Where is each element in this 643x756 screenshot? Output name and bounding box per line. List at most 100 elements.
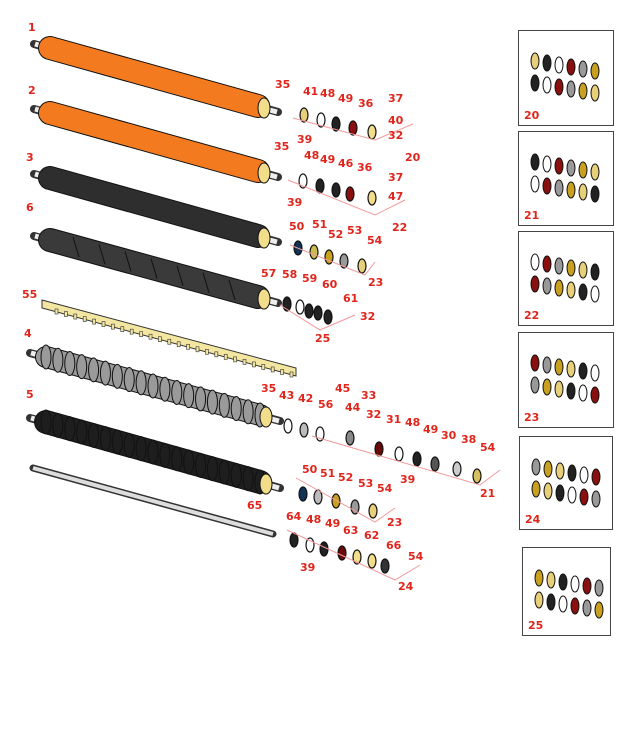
callout-23[interactable]: 23 [368,276,384,289]
roller-5-ring [135,436,147,462]
bar-tooth [289,371,294,378]
callout-32[interactable]: 32 [388,129,404,142]
callout-36[interactable]: 36 [357,161,373,174]
callout-48[interactable]: 48 [405,416,421,429]
callout-40[interactable]: 40 [388,114,404,127]
group-thumbnail-20[interactable]: 20 [518,30,614,126]
group-thumbnail-23[interactable]: 23 [518,332,614,428]
callout-61[interactable]: 61 [343,292,359,305]
callout-51[interactable]: 51 [320,467,336,480]
callout-4[interactable]: 4 [24,327,32,340]
bearing-part [339,253,349,269]
bearing-part [313,305,323,321]
roller-4-ring [147,373,159,399]
callout-39[interactable]: 39 [297,133,313,146]
callout-53[interactable]: 53 [347,224,363,237]
callout-49[interactable]: 49 [338,92,354,105]
callout-22[interactable]: 22 [392,221,408,234]
callout-24[interactable]: 24 [398,580,414,593]
callout-37[interactable]: 37 [388,171,404,184]
callout-47[interactable]: 47 [388,190,404,203]
callout-55[interactable]: 55 [22,288,38,301]
group-bracket-line [279,304,356,331]
callout-58[interactable]: 58 [282,268,298,281]
callout-5[interactable]: 5 [26,388,34,401]
callout-59[interactable]: 59 [302,272,318,285]
callout-48[interactable]: 48 [304,149,320,162]
bearing-part [298,173,308,189]
callout-52[interactable]: 52 [328,228,344,241]
callout-64[interactable]: 64 [286,510,302,523]
callout-51[interactable]: 51 [312,218,328,231]
callout-49[interactable]: 49 [423,423,439,436]
callout-56[interactable]: 56 [318,398,334,411]
callout-66[interactable]: 66 [386,539,402,552]
roller-4-ring [64,350,76,376]
callout-3[interactable]: 3 [26,151,34,164]
roller-2 [39,102,269,182]
callout-54[interactable]: 54 [367,234,383,247]
roller-4-ring [88,357,100,383]
group-thumbnail-21[interactable]: 21 [518,131,614,226]
roller-4-ring [111,363,123,389]
callout-35[interactable]: 35 [274,140,290,153]
roller-4-ring [242,399,254,425]
callout-35[interactable]: 35 [261,382,277,395]
callout-43[interactable]: 43 [279,389,295,402]
callout-50[interactable]: 50 [289,220,305,233]
group-thumbnail-24[interactable]: 24 [519,436,613,530]
callout-48[interactable]: 48 [320,87,336,100]
callout-39[interactable]: 39 [287,196,303,209]
callout-39[interactable]: 39 [300,561,316,574]
callout-54[interactable]: 54 [408,550,424,563]
bar-tooth [270,366,275,373]
callout-60[interactable]: 60 [322,278,338,291]
callout-23[interactable]: 23 [387,516,403,529]
callout-41[interactable]: 41 [303,85,319,98]
callout-42[interactable]: 42 [298,392,314,405]
callout-30[interactable]: 30 [441,429,457,442]
callout-65[interactable]: 65 [247,499,263,512]
roller-segment [150,258,158,279]
callout-20[interactable]: 20 [405,151,421,164]
callout-48[interactable]: 48 [306,513,322,526]
callout-38[interactable]: 38 [461,433,477,446]
callout-31[interactable]: 31 [386,413,402,426]
callout-49[interactable]: 49 [320,153,336,166]
callout-6[interactable]: 6 [26,201,34,214]
callout-52[interactable]: 52 [338,471,354,484]
roller-5-bearing [259,473,273,495]
callout-36[interactable]: 36 [358,97,374,110]
callout-39[interactable]: 39 [400,473,416,486]
callout-1[interactable]: 1 [28,21,36,34]
bearing-part [316,112,326,128]
callout-21[interactable]: 21 [480,487,496,500]
bearing-part [331,116,341,132]
callout-54[interactable]: 54 [377,482,393,495]
group-thumbnail-25[interactable]: 25 [522,547,611,636]
group-thumbnail-22[interactable]: 22 [518,231,614,326]
callout-33[interactable]: 33 [361,389,377,402]
callout-44[interactable]: 44 [345,401,361,414]
callout-2[interactable]: 2 [28,84,36,97]
callout-45[interactable]: 45 [335,382,351,395]
callout-53[interactable]: 53 [358,477,374,490]
roller-4-ring [171,379,183,405]
callout-25[interactable]: 25 [315,332,331,345]
callout-63[interactable]: 63 [343,524,359,537]
roller-5-ring [111,429,123,455]
callout-50[interactable]: 50 [302,463,318,476]
callout-32[interactable]: 32 [366,408,382,421]
callout-35[interactable]: 35 [275,78,291,91]
callout-62[interactable]: 62 [364,529,380,542]
callout-32[interactable]: 32 [360,310,376,323]
callout-46[interactable]: 46 [338,157,354,170]
bearing-part [283,418,293,434]
roller-5-ring [147,439,159,465]
callout-57[interactable]: 57 [261,267,277,280]
callout-49[interactable]: 49 [325,517,341,530]
callout-54[interactable]: 54 [480,441,496,454]
callout-37[interactable]: 37 [388,92,404,105]
roller-4-ring [195,386,207,412]
